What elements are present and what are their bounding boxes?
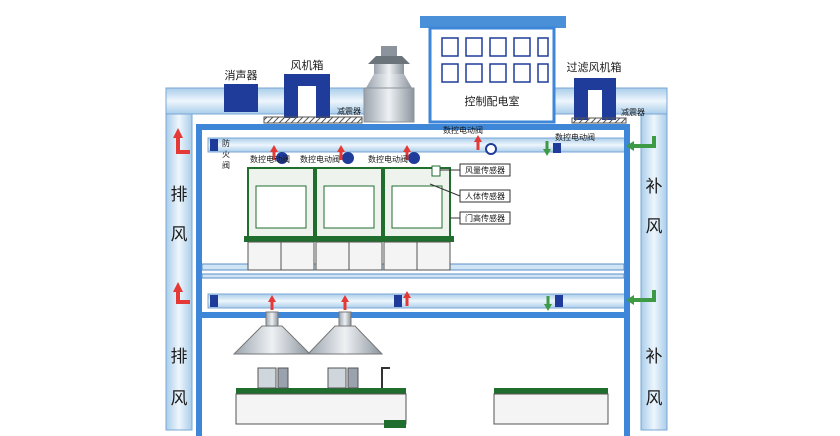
supply-label-2: 风 [646, 217, 663, 237]
fan-box-label: 风机箱 [291, 58, 324, 72]
muffler-label: 消声器 [225, 68, 258, 82]
control-room: 控制配电室 [420, 16, 566, 124]
exhaust-label-4: 风 [171, 389, 188, 409]
control-room-label: 控制配电室 [465, 94, 520, 108]
control-valve-supply-label: 数控电动阀 [555, 132, 595, 142]
exhaust-label-3: 排 [171, 347, 188, 367]
supply-label-3: 补 [646, 347, 663, 367]
control-valve-main: 数控电动阀 [443, 125, 497, 155]
exhaust-label-2: 风 [171, 225, 188, 245]
damper-left-label: 减震器 [337, 106, 361, 116]
fire-valve-label-1: 防 [222, 138, 230, 148]
fume-hood-1: 数控电动阀 [244, 145, 318, 271]
damper-right: 减震器 [571, 107, 645, 124]
fan-box: 风机箱 [284, 58, 330, 118]
fire-valve-label-2: 火 [222, 150, 230, 159]
supply-labels: 补 风 补 风 [646, 177, 663, 409]
sensor-door-label: 门高传感器 [465, 213, 505, 223]
lab-benches [235, 367, 609, 428]
damper-right-label: 减震器 [621, 107, 645, 117]
control-room-windows [441, 37, 549, 83]
muffler: 消声器 [224, 68, 258, 112]
control-valve-1-label: 数控电动阀 [250, 154, 290, 164]
scrubber-tower [363, 46, 415, 123]
fume-hood-row: 数控电动阀 数控电动阀 数控电动阀 [244, 145, 454, 271]
exhaust-label-1: 排 [171, 185, 188, 205]
sensor-callouts: 风量传感器 人体传感器 门高传感器 [429, 163, 511, 225]
supply-label-1: 补 [646, 177, 663, 197]
sensor-human-label: 人体传感器 [465, 191, 505, 201]
lower-duct-valves [210, 291, 563, 311]
filter-fan-box: 过滤风机箱 [567, 60, 622, 120]
fire-valve-label-3: 阀 [222, 161, 230, 170]
control-valve-3-label: 数控电动阀 [368, 154, 408, 164]
sensor-airflow-label: 风量传感器 [465, 165, 505, 175]
exhaust-arrows [173, 128, 190, 304]
damper-left: 减震器 [263, 106, 363, 124]
filter-fan-box-label: 过滤风机箱 [567, 60, 622, 74]
supply-arrows [626, 136, 656, 305]
exhaust-labels: 排 风 排 风 [171, 185, 188, 409]
control-valve-supply-upper: 数控电动阀 [543, 132, 595, 156]
fume-hood-3: 数控电动阀 [368, 145, 454, 271]
fire-valve: 防 火 阀 [210, 138, 230, 170]
supply-label-4: 风 [646, 389, 663, 409]
control-valve-main-label: 数控电动阀 [443, 125, 483, 135]
fume-hood-2: 数控电动阀 [300, 145, 386, 271]
canopy-hoods [232, 311, 384, 355]
control-valve-2-label: 数控电动阀 [300, 154, 340, 164]
